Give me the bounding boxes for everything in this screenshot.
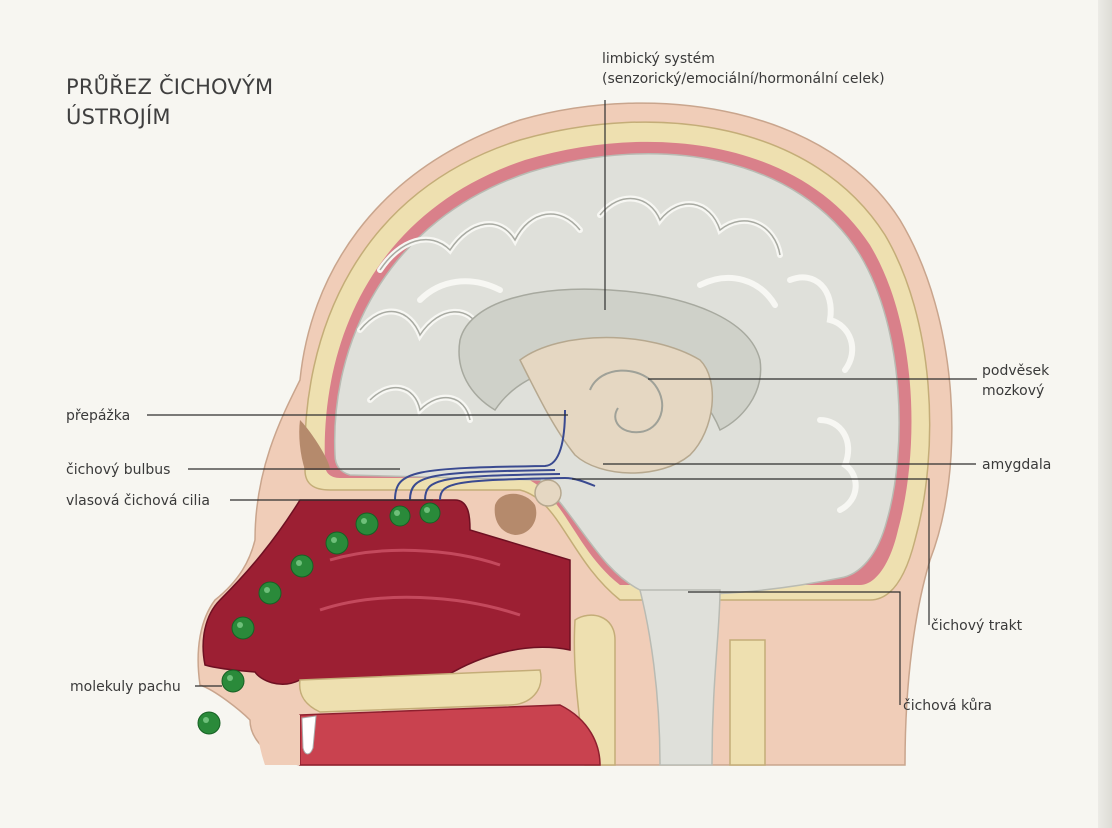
label-pituitary-line-2: mozkový [982, 383, 1045, 399]
brainstem [639, 589, 721, 766]
page-edge-shadow [1098, 0, 1112, 828]
label-pituitary: podvěsek mozkový [982, 361, 1049, 401]
hard-palate [298, 669, 542, 713]
label-septum: přepážka [66, 408, 131, 424]
odor-molecule [355, 512, 379, 536]
odor-molecule [221, 669, 245, 693]
label-odor-molecules: molekuly pachu [70, 679, 181, 695]
label-olfactory-tract: čichový trakt [931, 618, 1023, 634]
odor-molecules [197, 502, 441, 735]
title-line-1: PRŮŘEZ ČICHOVÝM [66, 75, 274, 99]
molecule-highlights [203, 507, 430, 723]
lower-mouth [255, 700, 300, 765]
odor-molecule [290, 554, 314, 578]
label-limbic-line-1: limbický systém [602, 51, 715, 67]
title-line-2: ÚSTROJÍM [66, 105, 171, 129]
tongue [299, 704, 601, 766]
page-title: PRŮŘEZ ČICHOVÝM ÚSTROJÍM [66, 72, 273, 132]
label-limbic-line-2: (senzorický/emociální/hormonální celek) [602, 71, 885, 87]
nasal-cavity [202, 499, 571, 685]
odor-molecule [389, 505, 411, 527]
olfactory-nerves [394, 409, 596, 501]
label-cilia: vlasová čichová cilia [66, 493, 210, 509]
label-olfactory-bulb: čichový bulbus [66, 462, 171, 478]
thalamus [519, 336, 713, 474]
leader-lines [147, 100, 977, 705]
odor-molecule [231, 616, 255, 640]
odor-molecule [325, 531, 349, 555]
label-amygdala: amygdala [982, 457, 1052, 473]
label-olfactory-cortex: čichová kůra [903, 698, 992, 714]
brain-sulci [359, 198, 781, 421]
neck-vertebrae-right [729, 639, 766, 766]
nasal-turbinates [319, 548, 521, 617]
tooth [301, 715, 317, 755]
sphenoid-sinus [494, 493, 537, 535]
odor-molecule [197, 711, 221, 735]
odor-molecule [258, 581, 282, 605]
limbic-curl [589, 369, 664, 434]
pituitary-gland [534, 479, 562, 507]
frontal-sinus [299, 420, 330, 470]
label-limbic-system: limbický systém (senzorický/emociální/ho… [602, 49, 885, 89]
label-pituitary-line-1: podvěsek [982, 363, 1050, 379]
odor-molecule [419, 502, 441, 524]
